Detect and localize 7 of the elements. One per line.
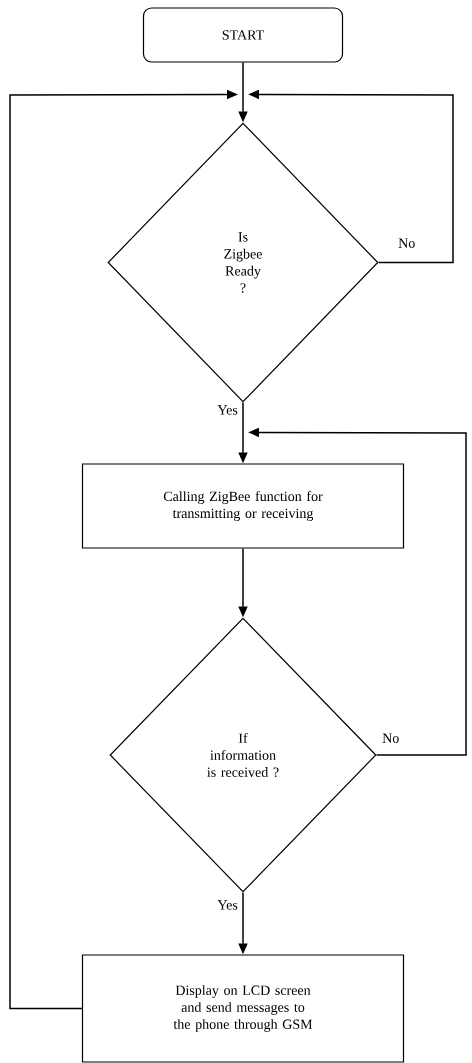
edge-label: No <box>380 731 402 745</box>
start-terminal: START <box>142 7 344 63</box>
edge-label: Yes <box>215 898 240 912</box>
process-box: Calling ZigBee function for transmitting or receiving <box>81 463 405 549</box>
process-box: Display on LCD screen and send messages to the phone through GSM <box>81 954 405 1063</box>
edge-label: Yes <box>215 403 240 417</box>
edge-label: No <box>396 236 418 250</box>
